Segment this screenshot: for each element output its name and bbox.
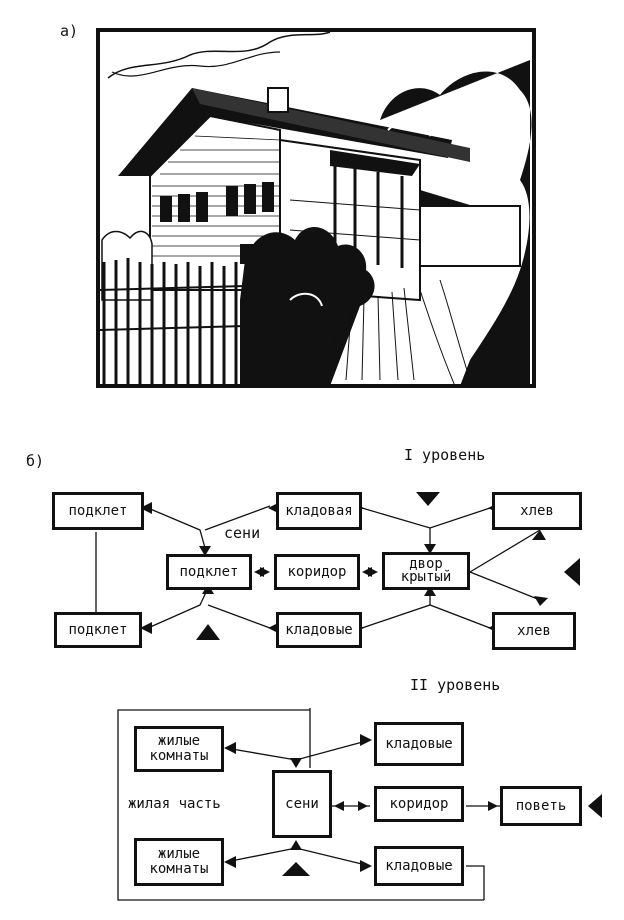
living-zone-label: жилая часть (128, 796, 221, 812)
box-kladovye-top: кладовые (374, 722, 464, 766)
box-zhilye-bottom: жилые комнаты (134, 838, 224, 886)
box-seni: сени (272, 770, 332, 838)
signature-text: АГ (502, 372, 513, 382)
box-podklet-center: подклет (166, 554, 252, 590)
figure-a-label: а) (60, 22, 79, 40)
box-hlev-top: хлев (492, 492, 582, 530)
house-sketch: АГ (96, 28, 536, 388)
box-podklet-bottom-left: подклет (54, 612, 142, 648)
box-koridor-2: коридор (374, 786, 464, 822)
level1-title: I уровень (404, 446, 486, 464)
box-dvor-kryty: двор крытый (382, 552, 470, 590)
living-zone-outline (117, 709, 484, 901)
figure-b-label: б) (26, 452, 45, 470)
box-zhilye-top: жилые комнаты (134, 726, 224, 772)
box-kladovye-bottom: кладовые (374, 846, 464, 886)
box-kladovye: кладовые (276, 612, 362, 648)
box-koridor: коридор (274, 554, 360, 590)
box-podklet-top-left: подклет (52, 492, 144, 530)
level2-title: II уровень (410, 676, 501, 694)
box-kladovaya: кладовая (276, 492, 362, 530)
seni-label: сени (224, 524, 261, 542)
box-hlev-bottom: хлев (492, 612, 576, 650)
box-povet: поветь (500, 786, 582, 826)
